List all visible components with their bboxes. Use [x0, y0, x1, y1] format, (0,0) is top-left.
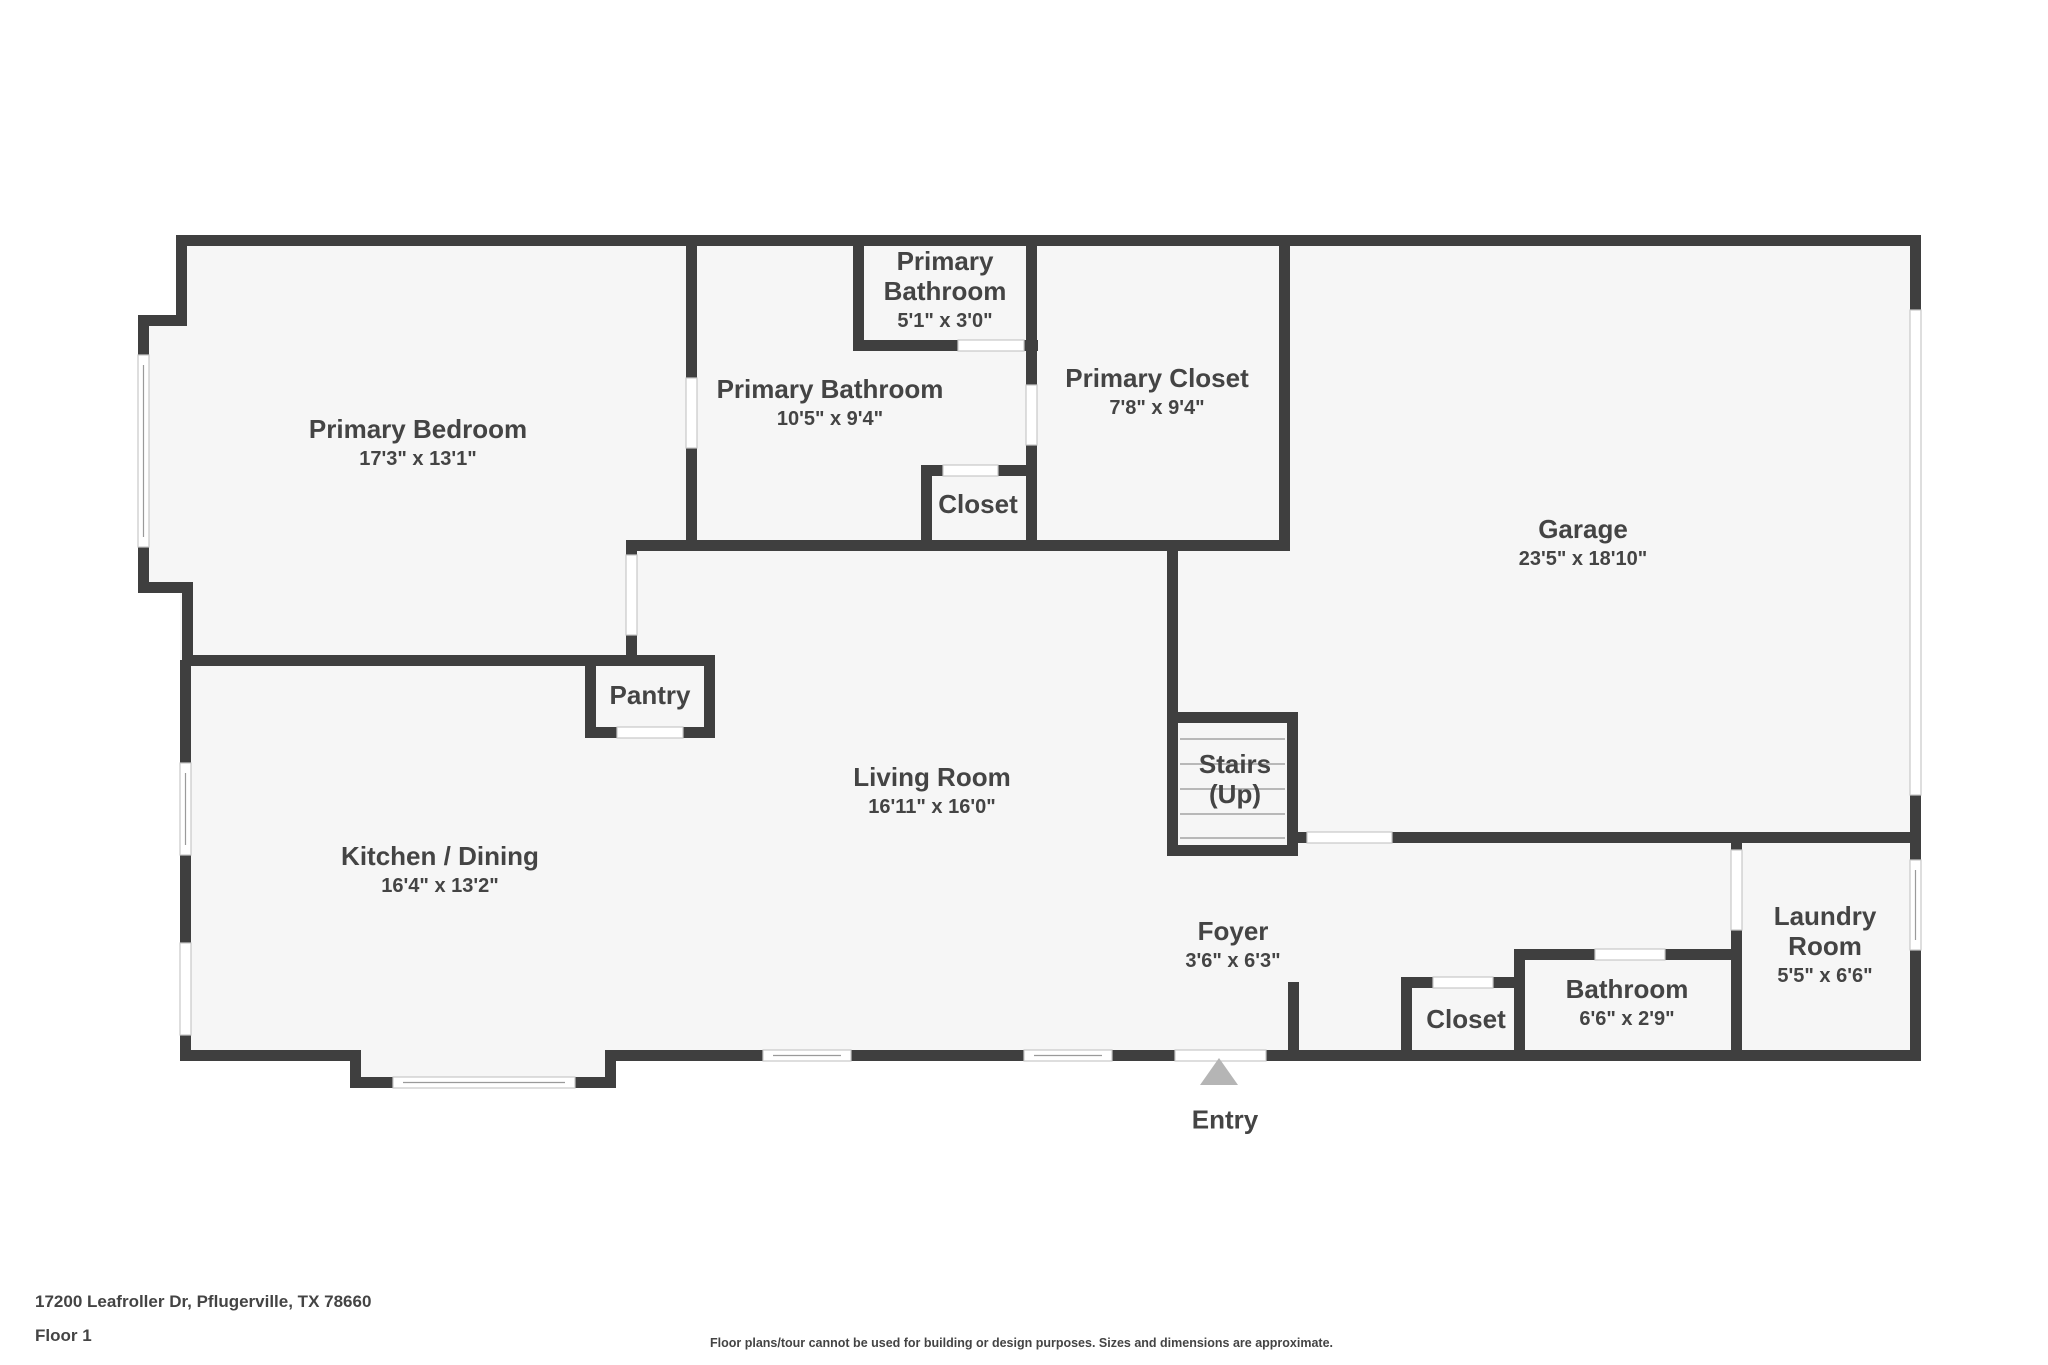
- room-name: Closet: [1426, 1004, 1506, 1035]
- room-name: Garage: [1538, 514, 1628, 545]
- floor-fill: [142, 240, 1917, 1083]
- windows: [137, 354, 1922, 1089]
- room-dimensions: 7'8" x 9'4": [1109, 396, 1205, 419]
- door-garage: [1306, 831, 1393, 844]
- room-label-pantry: Pantry: [609, 680, 691, 711]
- room-label-bathroom: Bathroom 6'6" x 2'9": [1565, 974, 1689, 1031]
- room-name: Primary Bathroom: [716, 374, 944, 405]
- room-name: Living Room: [853, 762, 1011, 793]
- room-dimensions: 5'5" x 6'6": [1777, 964, 1873, 987]
- door-inner-closet: [942, 464, 999, 477]
- room-label-primary-closet: Primary Closet 7'8" x 9'4": [1065, 363, 1249, 420]
- room-label-primary-bedroom: Primary Bedroom 17'3" x 13'1": [308, 414, 528, 471]
- room-name: Pantry: [609, 680, 691, 711]
- room-dimensions: 16'4" x 13'2": [381, 874, 499, 897]
- room-name-line2: Bathroom: [883, 276, 1007, 306]
- room-name-line1: Laundry: [1773, 901, 1877, 932]
- room-name-line1: Stairs: [1198, 749, 1272, 780]
- room-dimensions: 6'6" x 2'9": [1579, 1007, 1675, 1030]
- room-name-line2: Room: [1788, 931, 1862, 961]
- room-label-closet-lower: Closet: [1426, 1004, 1506, 1035]
- property-address: 17200 Leafroller Dr, Pflugerville, TX 78…: [35, 1292, 372, 1311]
- disclaimer: Floor plans/tour cannot be used for buil…: [710, 1336, 1334, 1350]
- garage-door: [1909, 309, 1922, 796]
- room-label-garage: Garage 23'5" x 18'10": [1518, 514, 1648, 571]
- room-name: Primary Closet: [1065, 363, 1249, 394]
- floor-label: Floor 1: [35, 1326, 92, 1345]
- door-bedroom-living: [625, 554, 638, 636]
- room-dimensions: 16'11" x 16'0": [868, 795, 996, 818]
- room-label-closet-upper: Closet: [938, 489, 1018, 520]
- door-bath-closet: [1025, 384, 1038, 446]
- door-openings: [616, 309, 1922, 1062]
- door-bedroom-bath: [685, 377, 698, 449]
- room-label-primary-bathroom-wc: Primary Bathroom 5'1" x 3'0": [883, 246, 1007, 333]
- room-dimensions: 23'5" x 18'10": [1518, 547, 1648, 570]
- door-laundry: [1730, 849, 1743, 931]
- room-label-kitchen-dining: Kitchen / Dining 16'4" x 13'2": [341, 841, 539, 898]
- room-label-living-room: Living Room 16'11" x 16'0": [853, 762, 1011, 819]
- door-entry: [1174, 1049, 1267, 1062]
- entry-label: Entry: [1191, 1104, 1259, 1135]
- room-dimensions: 5'1" x 3'0": [897, 309, 993, 332]
- stair-treads: [1180, 738, 1285, 839]
- door-bathroom: [1594, 948, 1666, 961]
- room-name: Closet: [938, 489, 1018, 520]
- door-closet-lower: [1432, 976, 1494, 989]
- room-dimensions: 3'6" x 6'3": [1185, 949, 1281, 972]
- room-label-primary-bathroom: Primary Bathroom 10'5" x 9'4": [716, 374, 944, 431]
- room-name-line2: (Up): [1209, 779, 1261, 809]
- room-name: Kitchen / Dining: [341, 841, 539, 872]
- room-name: Primary Bedroom: [308, 414, 528, 445]
- door-pantry: [616, 726, 684, 739]
- door-wc: [957, 339, 1025, 352]
- room-dimensions: 17'3" x 13'1": [359, 447, 477, 470]
- room-label-stairs: Stairs (Up): [1198, 749, 1272, 810]
- entry-arrow-icon: [1200, 1058, 1238, 1085]
- room-label-laundry-room: Laundry Room 5'5" x 6'6": [1773, 901, 1877, 988]
- room-name-line1: Primary: [896, 246, 994, 277]
- room-name: Foyer: [1197, 916, 1269, 947]
- room-name: Bathroom: [1565, 974, 1689, 1005]
- room-dimensions: 10'5" x 9'4": [776, 407, 884, 430]
- room-label-foyer: Foyer 3'6" x 6'3": [1185, 916, 1281, 973]
